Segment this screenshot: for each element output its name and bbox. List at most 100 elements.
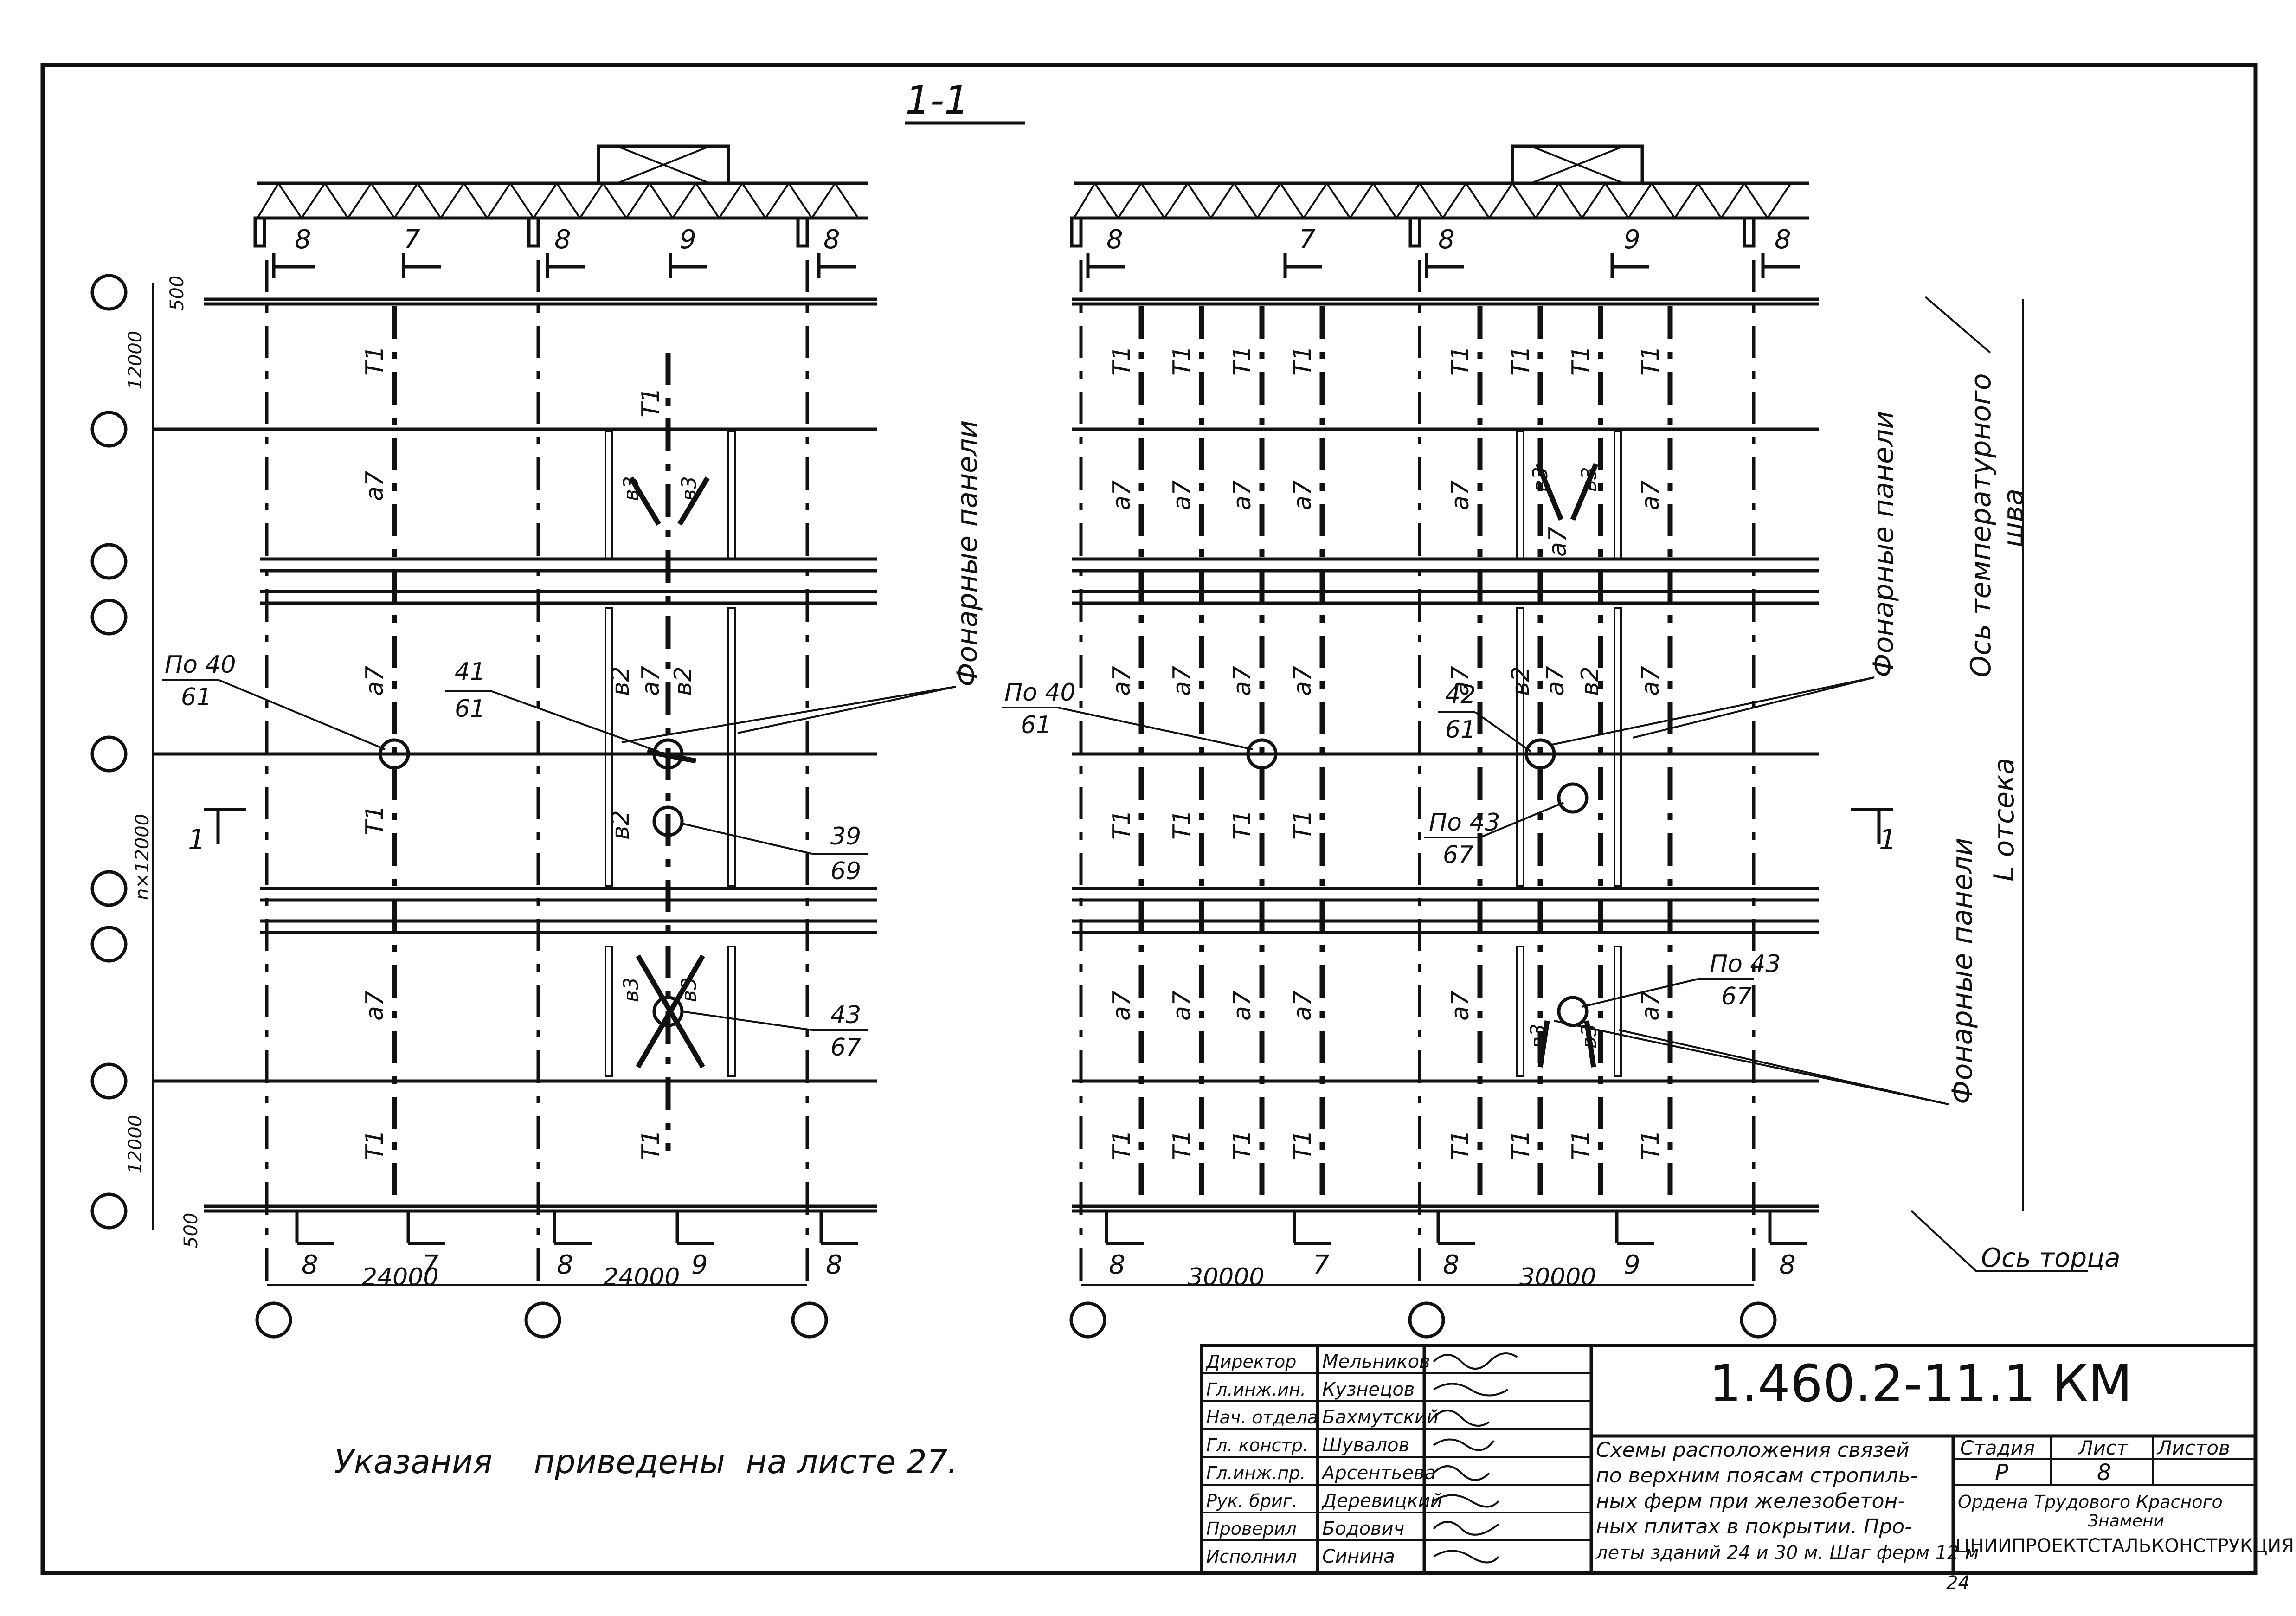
- tb-title-line: Схемы расположения связей: [1596, 1438, 1910, 1462]
- member-label: в2: [1507, 666, 1535, 696]
- span-dim: 30000: [1519, 1263, 1596, 1291]
- callout-top: По 43: [1710, 950, 1781, 978]
- callout-top: 43: [830, 1001, 861, 1029]
- member-label: a7: [637, 666, 665, 696]
- member-label: в3: [677, 476, 701, 501]
- vertical-dim: 500: [180, 1213, 202, 1248]
- member-label: T1: [1228, 346, 1256, 376]
- member-label: a7: [361, 666, 389, 696]
- section-title: 1-1: [905, 77, 969, 123]
- member-label: T1: [1108, 346, 1136, 376]
- tb-role: Проверил: [1206, 1519, 1297, 1539]
- tb-title-line: леты зданий 24 и 30 м. Шаг ферм 12 м: [1595, 1542, 1979, 1564]
- section-mark: 8: [1443, 1250, 1460, 1280]
- temp-joint-axis-label-2: шва: [1997, 489, 2030, 547]
- right-node-43: [1557, 782, 1589, 814]
- member-label: a7: [1637, 480, 1665, 510]
- member-label: T1: [1168, 810, 1196, 840]
- member-label: T1: [1228, 810, 1256, 840]
- vertical-dim: 500: [167, 276, 188, 311]
- member-label: в2: [669, 666, 697, 696]
- member-label: T1: [1289, 810, 1317, 840]
- tb-stage: Р: [1995, 1460, 2008, 1486]
- callout-top: 41: [455, 658, 485, 686]
- section-mark: 8: [295, 225, 311, 255]
- section-mark: 7: [1299, 225, 1316, 255]
- right-node-43b: [1557, 996, 1589, 1027]
- callout-bottom: 61: [1445, 716, 1476, 744]
- right-plan: T1 T1 T1 T1 T1 T1 T1 T1 a7 a7 a7 a7 a7 a…: [1002, 144, 2121, 1339]
- member-label: a7: [1108, 480, 1136, 510]
- left-node-40: [379, 738, 410, 770]
- left-node-39: [652, 805, 684, 837]
- tb-role: Директор: [1205, 1352, 1296, 1372]
- temp-joint-axis-label: Ось температурного: [1965, 373, 1997, 678]
- member-label: a7: [1108, 666, 1136, 696]
- member-label: T1: [1637, 346, 1665, 376]
- member-label: в2: [607, 810, 635, 840]
- right-node-40: [1246, 738, 1278, 770]
- member-label: a7: [1289, 991, 1317, 1021]
- section-cut-label: 1: [1879, 824, 1897, 856]
- tb-role: Гл. констр.: [1206, 1435, 1308, 1455]
- member-label: a7: [1228, 666, 1256, 696]
- tb-role: Гл.инж.ин.: [1206, 1379, 1306, 1400]
- member-label: a7: [1637, 666, 1665, 696]
- title-block: Директор Гл.инж.ин. Нач. отдела Гл. конс…: [1200, 1344, 2294, 1575]
- doc-code: 1.460.2-11.1 КМ: [1709, 1354, 2132, 1413]
- member-label: в3: [1529, 467, 1552, 492]
- lantern-panels-label: Фонарные панели: [951, 420, 984, 687]
- tb-role: Исполнил: [1206, 1546, 1297, 1567]
- section-mark: 8: [1438, 225, 1455, 255]
- member-label: a7: [1447, 480, 1474, 510]
- section-mark: 8: [554, 225, 571, 255]
- member-label: a7: [1168, 666, 1196, 696]
- section-mark: 8: [1109, 1250, 1125, 1280]
- tb-role: Нач. отдела: [1206, 1407, 1318, 1428]
- tb-title-line: ных плитах в покрытии. Про-: [1596, 1515, 1912, 1539]
- span-dim: 24000: [603, 1263, 680, 1291]
- left-node-41: [652, 738, 684, 770]
- tb-sheet-header: Лист: [2077, 1436, 2129, 1459]
- member-label: в3: [619, 476, 643, 501]
- member-label: T1: [1289, 346, 1317, 376]
- compartment-label: L отсека: [1988, 758, 2020, 882]
- vertical-dim: 12000: [125, 1115, 146, 1174]
- member-label: a7: [1542, 666, 1569, 696]
- member-label: T1: [1567, 346, 1595, 376]
- member-label: a7: [1544, 527, 1572, 557]
- callout-bottom: 61: [1021, 711, 1051, 739]
- vertical-dim: n×12000: [132, 814, 153, 900]
- member-label: T1: [361, 346, 389, 376]
- callout-top: По 40: [1004, 679, 1076, 707]
- member-label: a7: [1168, 480, 1196, 510]
- member-label: T1: [1168, 346, 1196, 376]
- member-label: в2: [1576, 666, 1604, 696]
- right-truss: [1070, 144, 1809, 248]
- section-mark: 7: [404, 225, 420, 255]
- member-label: T1: [1108, 810, 1136, 840]
- tb-org-line: ЦНИИПРОЕКТСТАЛЬКОНСТРУКЦИЯ: [1955, 1535, 2294, 1557]
- section-mark: 8: [1106, 225, 1123, 255]
- callout-top: По 40: [165, 651, 236, 679]
- member-label: T1: [1567, 1130, 1595, 1160]
- section-mark: 9: [1624, 1250, 1640, 1280]
- tb-sheet: 8: [2097, 1460, 2111, 1486]
- tb-name: Мельников: [1322, 1351, 1430, 1372]
- callout-bottom: 61: [455, 695, 485, 723]
- member-label: T1: [361, 1130, 389, 1160]
- member-label: T1: [361, 805, 389, 835]
- right-node-42: [1524, 738, 1556, 770]
- member-label: a7: [1228, 480, 1256, 510]
- tb-title-line: по верхним поясам стропиль-: [1596, 1464, 1918, 1487]
- member-label: T1: [1447, 1130, 1474, 1160]
- tb-name: Кузнецов: [1322, 1379, 1415, 1400]
- member-label: T1: [1228, 1130, 1256, 1160]
- tb-below-number: 24: [1946, 1572, 1970, 1594]
- tb-name: Бахмутский: [1322, 1407, 1439, 1428]
- member-label: T1: [1507, 1130, 1535, 1160]
- section-mark: 9: [680, 225, 696, 255]
- member-label: T1: [1168, 1130, 1196, 1160]
- tb-role: Гл.инж.пр.: [1206, 1463, 1306, 1483]
